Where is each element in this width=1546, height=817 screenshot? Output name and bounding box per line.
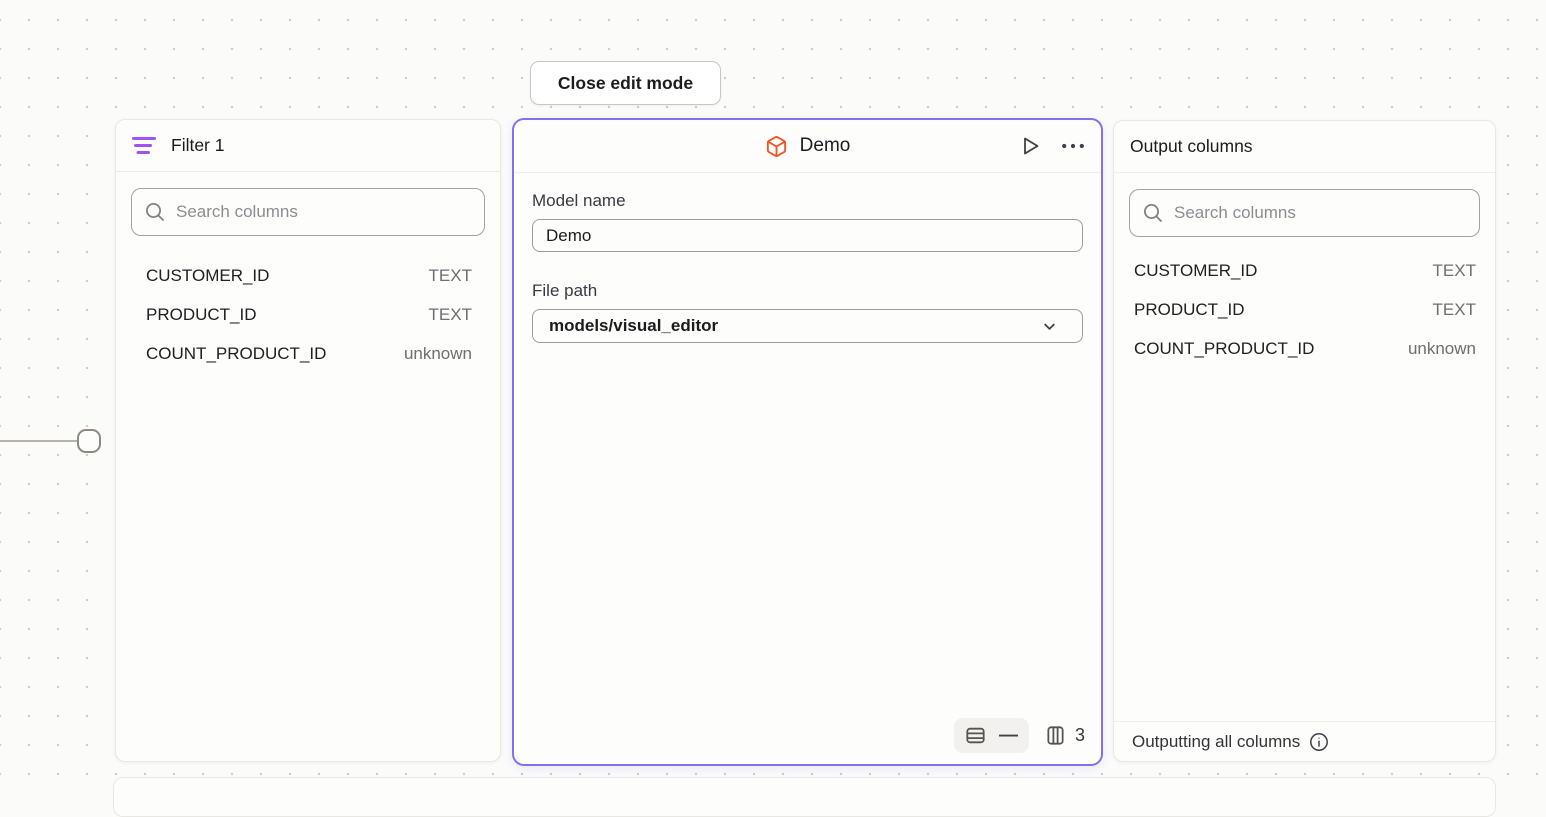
model-panel-title: Demo	[799, 135, 851, 156]
model-editor-panel[interactable]: Demo Model name File path	[512, 118, 1103, 766]
file-path-value: models/visual_editor	[549, 316, 719, 335]
cube-icon	[765, 135, 788, 158]
filter-column-list: CUSTOMER_ID TEXT PRODUCT_ID TEXT COUNT_P…	[116, 236, 500, 373]
run-model-button[interactable]	[1018, 134, 1042, 158]
search-icon	[1143, 203, 1163, 223]
output-column-list: CUSTOMER_ID TEXT PRODUCT_ID TEXT COUNT_P…	[1114, 237, 1495, 368]
model-name-input[interactable]	[532, 219, 1083, 252]
output-columns-panel: Output columns CUSTOMER_ID TEXT PRODUCT_…	[1113, 120, 1496, 762]
column-type: unknown	[1407, 338, 1476, 358]
table-columns-icon	[1045, 725, 1066, 746]
column-row: CUSTOMER_ID TEXT	[1134, 251, 1476, 290]
column-type: TEXT	[1432, 299, 1476, 319]
column-name: COUNT_PRODUCT_ID	[1134, 338, 1315, 358]
output-footer: Outputting all columns	[1114, 721, 1495, 761]
column-type: TEXT	[428, 265, 472, 285]
model-name-label: Model name	[532, 191, 626, 210]
info-icon[interactable]	[1309, 732, 1329, 752]
filter-icon	[132, 136, 156, 155]
output-panel-title: Output columns	[1130, 136, 1253, 156]
bottom-node-panel[interactable]	[113, 777, 1496, 817]
model-panel-header: Demo	[514, 120, 1101, 173]
column-name: CUSTOMER_ID	[1134, 260, 1258, 280]
column-count-value: 3	[1074, 725, 1085, 745]
connector-edge	[0, 440, 78, 442]
connector-handle[interactable]	[77, 429, 101, 453]
row-count-value: —	[998, 725, 1018, 746]
row-count-indicator[interactable]: —	[953, 718, 1029, 753]
column-name: COUNT_PRODUCT_ID	[146, 343, 327, 363]
file-path-label: File path	[532, 281, 598, 300]
filter-search-box	[131, 188, 485, 236]
table-rows-icon	[965, 725, 986, 746]
output-footer-text: Outputting all columns	[1132, 731, 1301, 751]
filter-search-input[interactable]	[176, 202, 471, 222]
close-edit-mode-button[interactable]: Close edit mode	[530, 61, 721, 105]
chevron-down-icon	[1041, 318, 1058, 335]
play-icon	[1018, 134, 1042, 158]
column-count-indicator: 3	[1045, 725, 1085, 746]
column-row: PRODUCT_ID TEXT	[1134, 290, 1476, 329]
column-row: COUNT_PRODUCT_ID unknown	[146, 334, 472, 373]
column-type: unknown	[403, 343, 472, 363]
ellipsis-icon	[1061, 143, 1085, 149]
more-options-button[interactable]	[1061, 143, 1085, 149]
column-row: COUNT_PRODUCT_ID unknown	[1134, 329, 1476, 368]
filter-node-panel[interactable]: Filter 1 CUSTOMER_ID TEXT PRODUCT_ID TEX…	[115, 119, 501, 762]
column-name: PRODUCT_ID	[1134, 299, 1245, 319]
output-panel-header: Output columns	[1114, 121, 1495, 173]
column-row: CUSTOMER_ID TEXT	[146, 256, 472, 295]
search-icon	[145, 202, 165, 222]
output-search-input[interactable]	[1174, 203, 1466, 223]
filter-panel-header: Filter 1	[116, 120, 500, 172]
model-panel-body: Model name File path models/visual_edito…	[514, 173, 1101, 343]
model-stats-bar: — 3	[953, 718, 1085, 753]
column-row: PRODUCT_ID TEXT	[146, 295, 472, 334]
output-search-box	[1129, 189, 1480, 237]
filter-panel-title: Filter 1	[171, 135, 225, 155]
column-type: TEXT	[428, 304, 472, 324]
column-type: TEXT	[1432, 260, 1476, 280]
file-path-select[interactable]: models/visual_editor	[532, 309, 1083, 343]
column-name: CUSTOMER_ID	[146, 265, 270, 285]
model-header-actions	[1018, 120, 1085, 172]
column-name: PRODUCT_ID	[146, 304, 257, 324]
